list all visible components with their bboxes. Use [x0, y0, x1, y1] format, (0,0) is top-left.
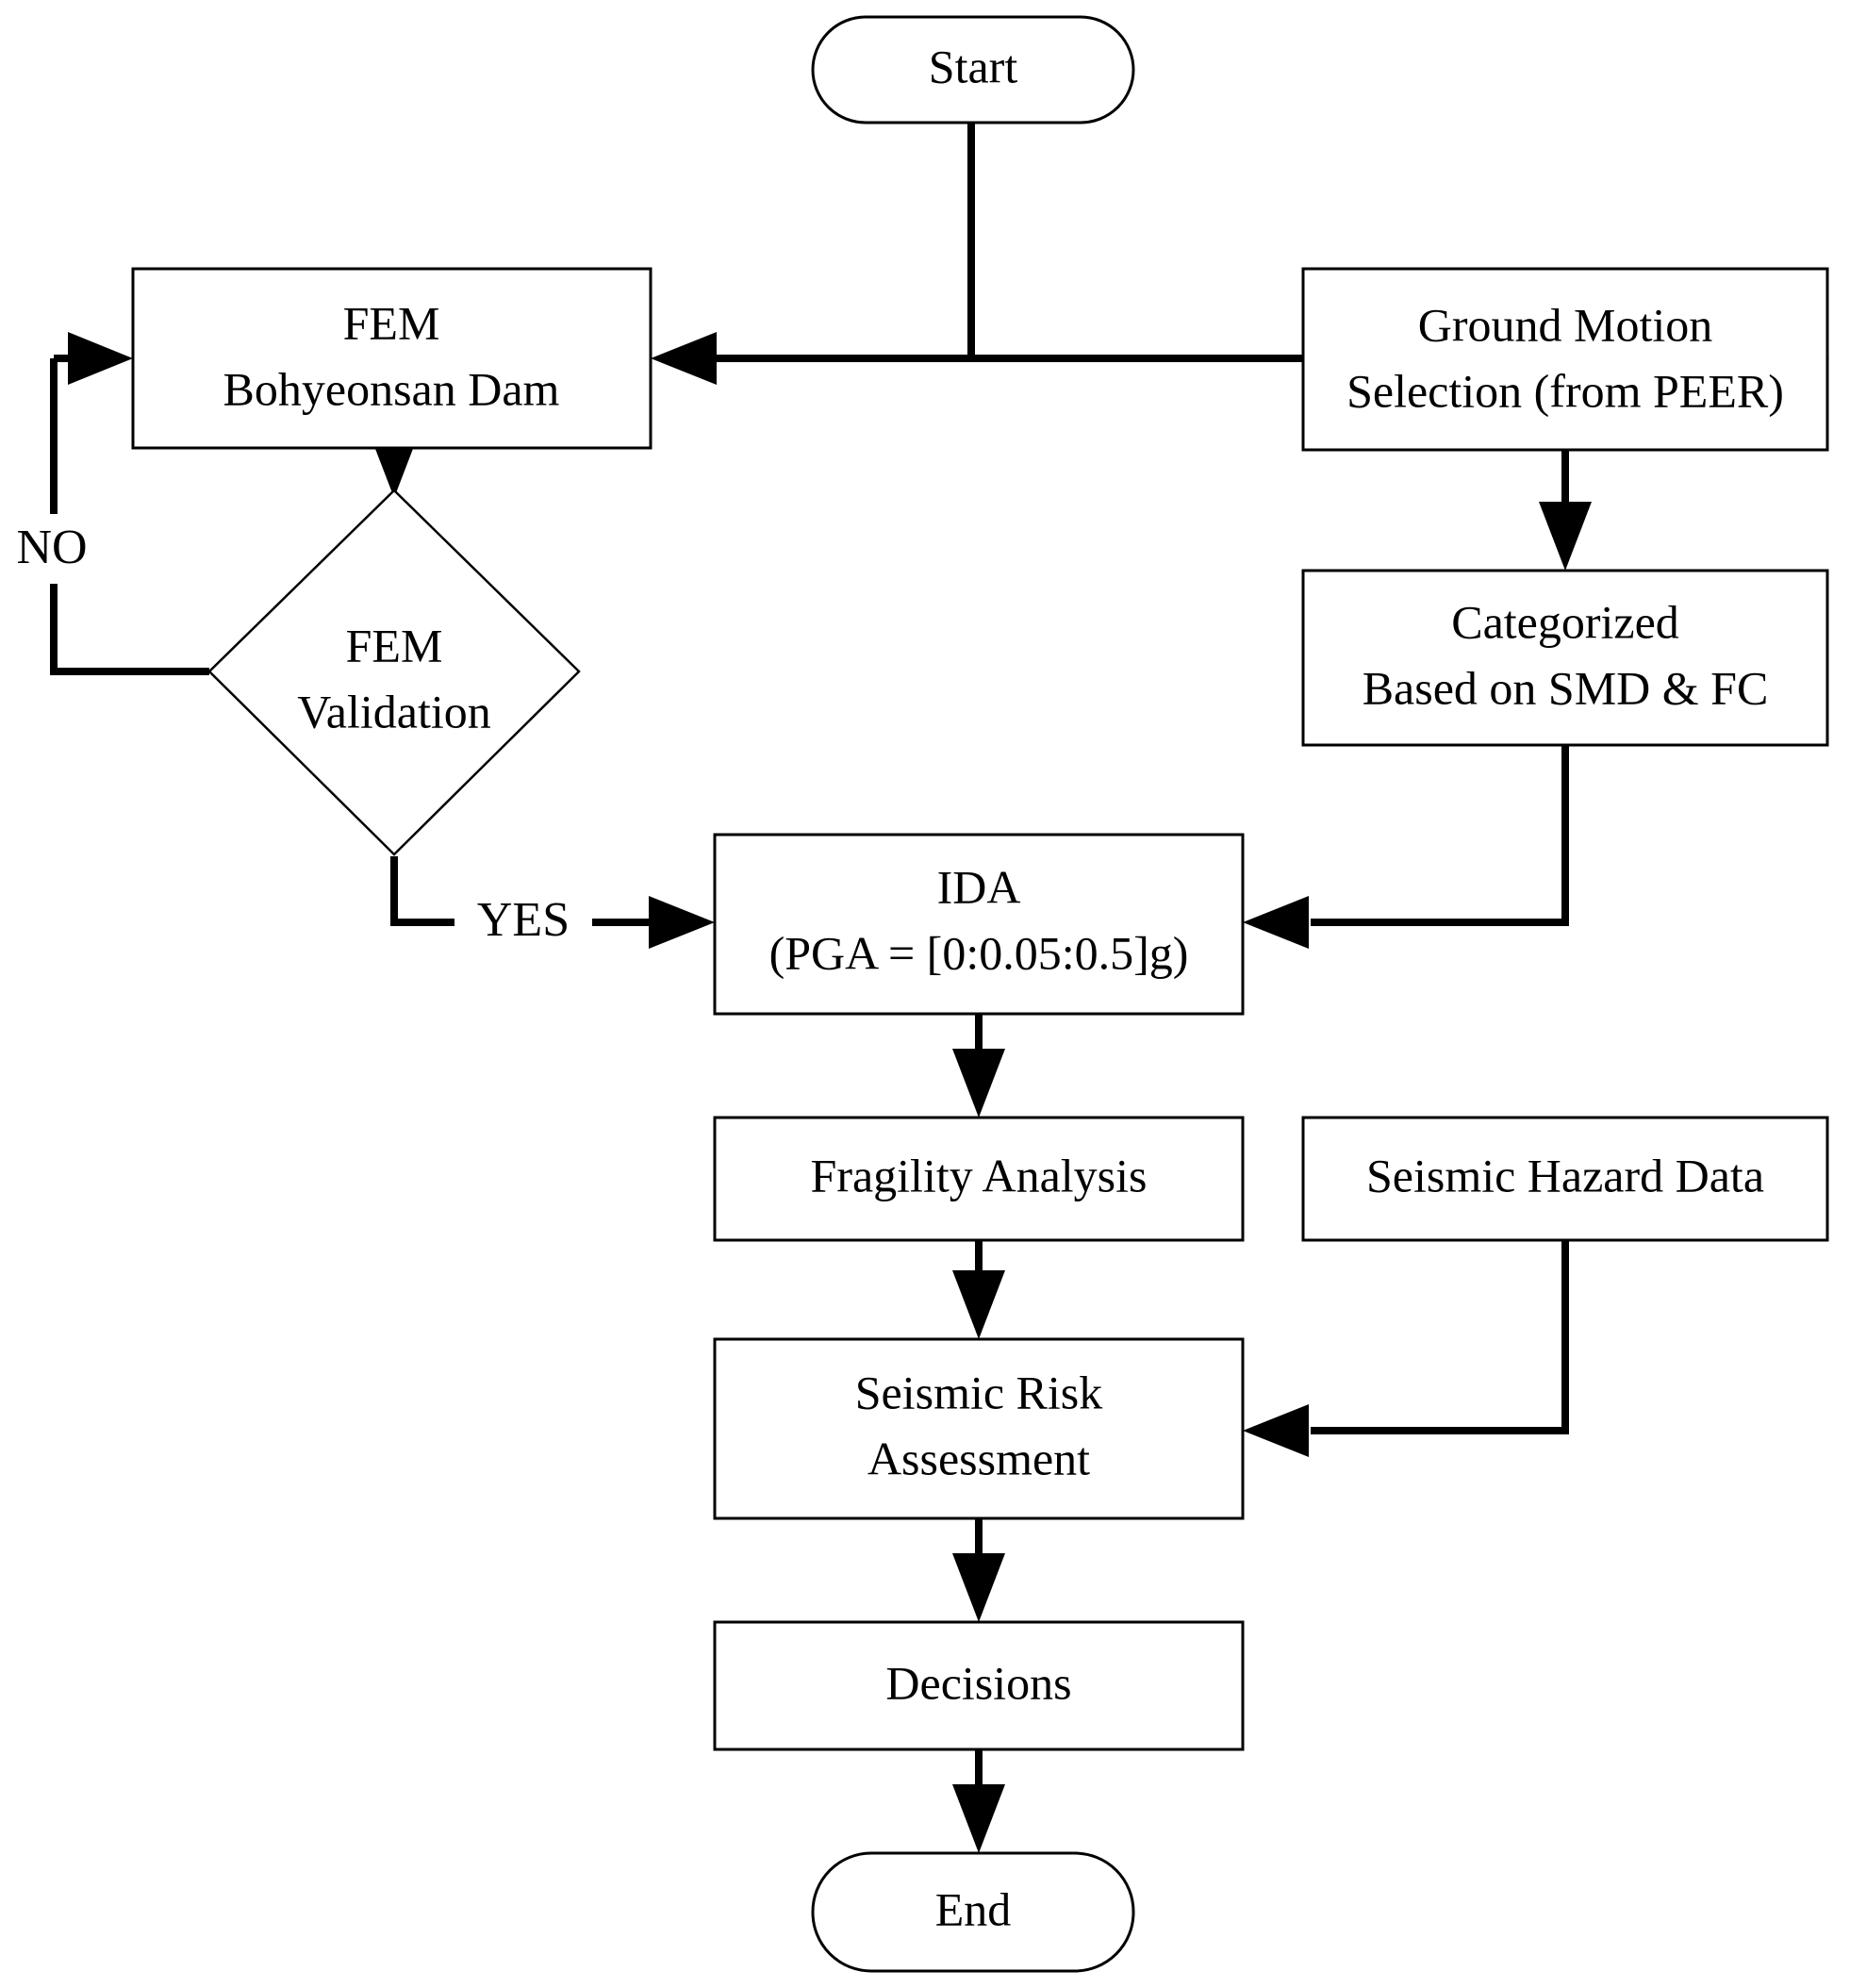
node-decisions[interactable]: Decisions — [713, 1620, 1245, 1751]
node-ground-motion-line2: Selection (from PEER) — [1346, 364, 1784, 417]
node-fem-model[interactable]: FEM Bohyeonsan Dam — [131, 267, 652, 450]
node-fragility[interactable]: Fragility Analysis — [713, 1116, 1245, 1242]
node-end[interactable]: End — [811, 1851, 1135, 1973]
node-risk-line1: Seismic Risk — [855, 1366, 1103, 1418]
node-ground-motion-line1: Ground Motion — [1418, 298, 1713, 351]
node-start[interactable]: Start — [811, 15, 1135, 124]
connector-hazard-to-risk — [1243, 1240, 1569, 1457]
connector-categorized-to-ida — [1243, 745, 1569, 949]
node-ida-line1: IDA — [937, 860, 1021, 913]
node-risk[interactable]: Seismic Risk Assessment — [713, 1337, 1245, 1520]
node-fem-validation[interactable]: FEM Validation — [207, 489, 581, 856]
connector-validation-no-loop — [50, 332, 209, 675]
node-categorized[interactable]: Categorized Based on SMD & FC — [1301, 569, 1829, 747]
node-ida[interactable]: IDA (PGA = [0:0.05:0.5]g) — [713, 833, 1245, 1016]
node-fem-model-line2: Bohyeonsan Dam — [223, 362, 560, 415]
node-decisions-label: Decisions — [885, 1656, 1071, 1709]
node-fem-validation-line1: FEM — [346, 619, 443, 671]
node-fragility-label: Fragility Analysis — [811, 1149, 1148, 1201]
node-ground-motion[interactable]: Ground Motion Selection (from PEER) — [1301, 267, 1829, 452]
connector-ida-to-fragility — [952, 1014, 1005, 1118]
connector-fragility-to-risk — [952, 1240, 1005, 1339]
node-categorized-line1: Categorized — [1451, 595, 1679, 648]
node-hazard[interactable]: Seismic Hazard Data — [1301, 1116, 1829, 1242]
connector-groundmotion-to-categorized — [1539, 450, 1592, 571]
node-end-label: End — [935, 1882, 1012, 1935]
node-risk-line2: Assessment — [867, 1432, 1090, 1484]
node-fem-model-line1: FEM — [343, 296, 440, 349]
edge-label-yes: YES — [454, 888, 592, 958]
edge-label-yes-text: YES — [477, 893, 570, 947]
connector-decisions-to-end — [952, 1749, 1005, 1853]
node-start-label: Start — [929, 40, 1018, 92]
edge-label-no: NO — [9, 514, 104, 584]
node-fem-validation-line2: Validation — [297, 685, 491, 737]
node-hazard-label: Seismic Hazard Data — [1366, 1149, 1764, 1201]
connector-risk-to-decisions — [952, 1518, 1005, 1622]
edge-label-no-text: NO — [16, 521, 87, 574]
node-categorized-line2: Based on SMD & FC — [1363, 661, 1769, 714]
node-ida-line2: (PGA = [0:0.05:0.5]g) — [769, 926, 1189, 979]
